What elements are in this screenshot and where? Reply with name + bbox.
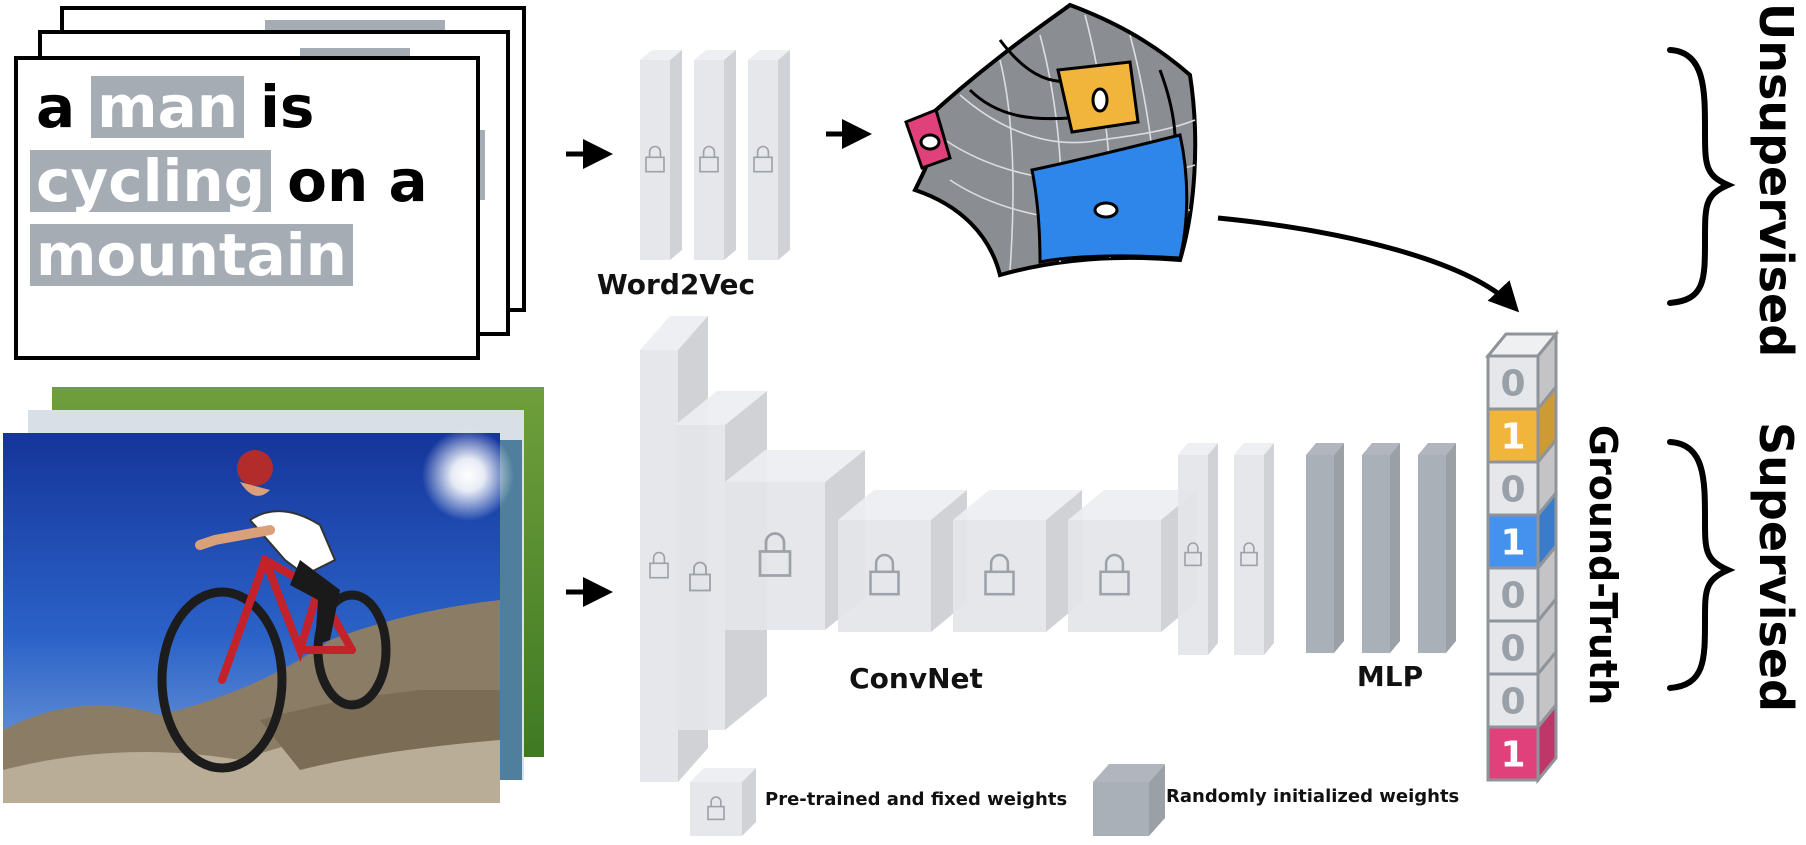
ground-truth-cell: 0 bbox=[1486, 329, 1558, 414]
arrow-manifold-to-ground-truth bbox=[1217, 215, 1520, 313]
mlp-label: MLP bbox=[1357, 660, 1423, 693]
ground-truth-value: 0 bbox=[1500, 629, 1525, 670]
word2vec-label: Word2Vec bbox=[597, 268, 755, 301]
caption-word: on a bbox=[287, 147, 428, 215]
lock-icon bbox=[699, 145, 719, 173]
lock-icon bbox=[1184, 542, 1202, 567]
ground-truth-cell: 0 bbox=[1486, 541, 1558, 626]
ground-truth-label: Ground-Truth bbox=[1581, 425, 1625, 705]
conv-layer-5 bbox=[953, 490, 1082, 632]
word2vec-layers bbox=[640, 50, 790, 260]
brace-unsupervised bbox=[1667, 47, 1736, 306]
supervised-label: Supervised bbox=[1749, 422, 1803, 712]
fc-fixed-layers bbox=[1178, 443, 1274, 655]
ground-truth-cell: 1 bbox=[1486, 700, 1558, 785]
fc-fixed-layer-1 bbox=[1178, 443, 1218, 655]
legend-fixed-swatch bbox=[690, 768, 756, 836]
unsupervised-label: Unsupervised bbox=[1749, 3, 1803, 357]
lock-icon bbox=[649, 551, 669, 579]
convnet-layers bbox=[640, 316, 1197, 782]
caption-keyword: mountain bbox=[30, 224, 353, 286]
ground-truth-cell: 1 bbox=[1486, 488, 1558, 573]
legend-pretrained-label: Pre-trained and fixed weights bbox=[765, 789, 1067, 810]
ground-truth-value: 0 bbox=[1500, 576, 1525, 617]
ground-truth-cell: 0 bbox=[1486, 594, 1558, 679]
lock-icon bbox=[689, 561, 711, 592]
ground-truth-cell: 0 bbox=[1486, 647, 1558, 732]
mlp-layer-3 bbox=[1418, 443, 1456, 653]
ground-truth-value: 1 bbox=[1500, 417, 1525, 458]
caption-word: is bbox=[260, 73, 315, 141]
word2vec-layer-3 bbox=[748, 50, 790, 260]
ground-truth-value: 0 bbox=[1500, 470, 1525, 511]
conv-layer-4 bbox=[838, 490, 967, 632]
lock-icon bbox=[984, 553, 1015, 596]
lock-icon bbox=[758, 532, 792, 577]
caption-word: a bbox=[36, 73, 76, 141]
lock-icon bbox=[869, 553, 900, 596]
fc-fixed-layer-2 bbox=[1234, 443, 1274, 655]
lock-icon bbox=[753, 145, 773, 173]
manifold-region-blue bbox=[1030, 133, 1189, 264]
brace-supervised bbox=[1667, 439, 1736, 691]
lock-icon bbox=[707, 796, 725, 821]
caption-keyword: cycling bbox=[30, 150, 272, 212]
conv-layer-6 bbox=[1068, 490, 1197, 632]
convnet-label: ConvNet bbox=[849, 662, 983, 695]
ground-truth-value: 0 bbox=[1500, 682, 1525, 723]
ground-truth-value: 0 bbox=[1500, 364, 1525, 405]
legend-random-label: Randomly initialized weights bbox=[1166, 786, 1459, 807]
ground-truth-value: 1 bbox=[1500, 523, 1525, 564]
photo-stack bbox=[3, 387, 544, 803]
flow-arrows bbox=[566, 119, 1520, 607]
word2vec-layer-2 bbox=[694, 50, 736, 260]
ground-truth-vector: 0 1 0 1 0 0 0 1 bbox=[1484, 329, 1560, 785]
mlp-layer-1 bbox=[1306, 443, 1344, 653]
caption-line: mountain bbox=[30, 218, 353, 292]
lock-icon bbox=[1240, 542, 1258, 567]
lock-icon bbox=[1099, 553, 1130, 596]
word2vec-layer-1 bbox=[640, 50, 682, 260]
caption-keyword: man bbox=[91, 76, 245, 138]
mlp-layers bbox=[1306, 443, 1456, 653]
ground-truth-value: 1 bbox=[1500, 735, 1525, 776]
legend bbox=[690, 764, 1165, 836]
lock-icon bbox=[645, 145, 665, 173]
braces bbox=[1667, 47, 1736, 691]
legend-random-swatch bbox=[1093, 764, 1165, 836]
photo-front-cyclist-image bbox=[3, 429, 514, 803]
semantic-manifold bbox=[904, 2, 1198, 278]
mlp-layer-2 bbox=[1362, 443, 1400, 653]
